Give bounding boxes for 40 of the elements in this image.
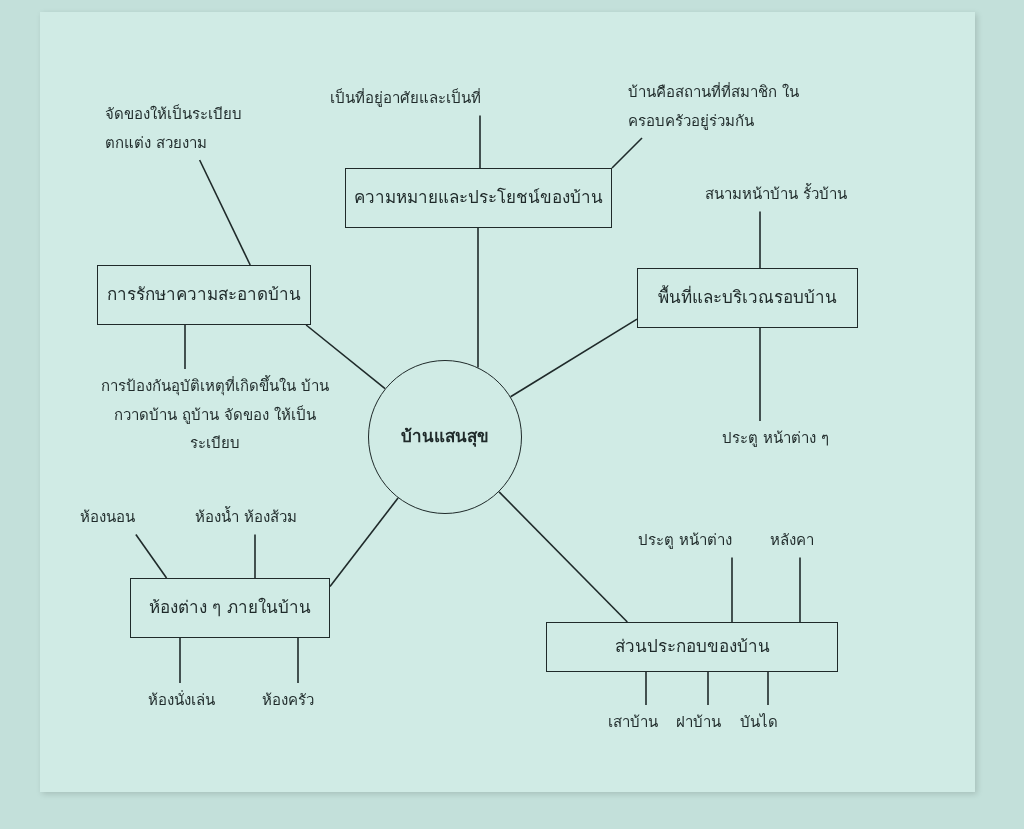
- subtopic-text: ห้องครัว: [262, 686, 337, 715]
- topic-box: การรักษาความสะอาดบ้าน: [97, 265, 311, 325]
- connector-line: [479, 114, 481, 169]
- connector-line: [297, 637, 299, 684]
- subtopic-text: จัดของให้เป็นระเบียบ ตกแต่ง สวยงาม: [105, 100, 255, 157]
- subtopic-text: การป้องกันอุบัติเหตุที่เกิดขึ้นใน บ้าน กวาดบ้าน ถูบ้าน จัดของ ให้เป็นระเบียบ: [100, 372, 330, 458]
- connector-line: [731, 556, 733, 623]
- subtopic-text: ห้องน้ำ ห้องส้วม: [195, 503, 330, 532]
- subtopic-text: เสาบ้าน: [608, 708, 676, 737]
- connector-line: [509, 318, 638, 398]
- connector-line: [799, 556, 801, 623]
- topic-box: ส่วนประกอบของบ้าน: [546, 622, 838, 672]
- connector-line: [198, 159, 251, 266]
- connector-line: [135, 533, 168, 579]
- topic-box: พื้นที่และบริเวณรอบบ้าน: [637, 268, 858, 328]
- connector-line: [498, 491, 629, 623]
- connector-line: [305, 324, 386, 390]
- connector-line: [184, 324, 186, 370]
- subtopic-text: ประตู หน้าต่าง: [638, 526, 753, 555]
- connector-line: [611, 137, 643, 169]
- subtopic-text: ฝาบ้าน: [676, 708, 740, 737]
- subtopic-text: เป็นที่อยู่อาศัยและเป็นที่: [330, 84, 520, 113]
- connector-line: [254, 533, 256, 579]
- subtopic-text: บันได: [740, 708, 798, 737]
- connector-line: [759, 210, 761, 269]
- connector-line: [707, 671, 709, 706]
- subtopic-text: ห้องนอน: [80, 503, 155, 532]
- connector-line: [329, 497, 399, 588]
- connector-line: [645, 671, 647, 706]
- subtopic-text: สนามหน้าบ้าน รั้วบ้าน: [705, 180, 880, 209]
- topic-box: ห้องต่าง ๆ ภายในบ้าน: [130, 578, 330, 638]
- subtopic-text: ประตู หน้าต่าง ๆ: [722, 424, 862, 453]
- connector-line: [767, 671, 769, 706]
- subtopic-text: หลังคา: [770, 526, 830, 555]
- topic-box: ความหมายและประโยชน์ของบ้าน: [345, 168, 612, 228]
- subtopic-text: ห้องนั่งเล่น: [148, 686, 238, 715]
- connector-line: [759, 327, 761, 422]
- connector-line: [477, 227, 479, 369]
- subtopic-text: บ้านคือสถานที่ที่สมาชิก ในครอบครัวอยู่ร่วมกัน: [628, 78, 828, 135]
- connector-line: [179, 637, 181, 684]
